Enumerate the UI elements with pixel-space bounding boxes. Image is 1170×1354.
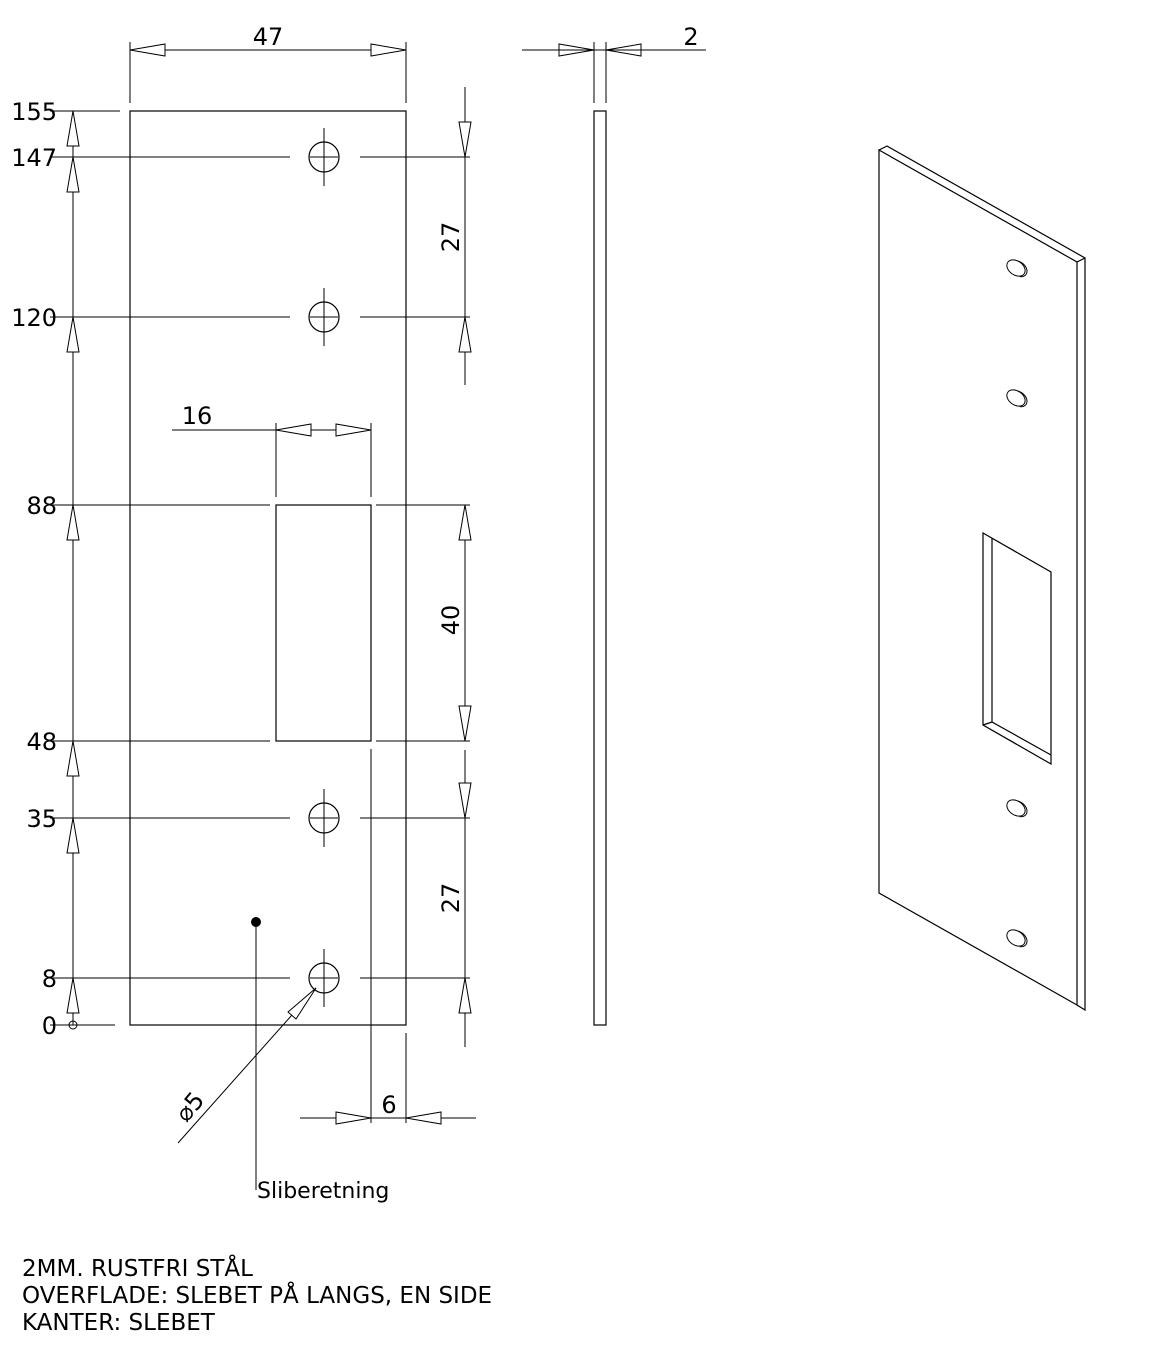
isometric-view: [878, 145, 1086, 1012]
dimension-arrowhead: [458, 782, 472, 819]
ordinate-label: 120: [11, 304, 57, 332]
dimension-arrowhead: [129, 43, 166, 57]
edge-offset-dimension-line: [300, 749, 476, 1123]
dimension-arrowhead: [370, 43, 407, 57]
dimension-arrowhead: [66, 110, 80, 147]
iso-slot-corner: [982, 721, 993, 726]
hole-spacing-bottom-label: 27: [437, 883, 465, 914]
iso-front-face: [878, 148, 1078, 1007]
ordinate-label: 155: [11, 98, 57, 126]
holes: [308, 128, 340, 1007]
ordinate-label: 48: [26, 728, 57, 756]
iso-corner-edge: [1076, 257, 1086, 263]
iso-slot: [982, 531, 1052, 766]
slot-height-label: 40: [437, 605, 465, 636]
dimension-arrowhead: [66, 977, 80, 1014]
dimension-arrowhead: [458, 121, 472, 158]
iso-thickness-edges: [878, 145, 1086, 1012]
side-plate-outline: [593, 110, 607, 1026]
slot-outline: [275, 504, 372, 742]
grinding-direction-label: Sliberetning: [257, 1179, 389, 1204]
dimension-arrowhead: [458, 705, 472, 742]
dimension-arrowhead: [66, 817, 80, 854]
width-dimension-line: [129, 42, 407, 103]
ordinate-label: 8: [42, 965, 57, 993]
ordinate-label: 0: [42, 1012, 57, 1040]
dimension-arrowhead: [66, 740, 80, 777]
dimension-arrowhead: [66, 156, 80, 193]
ordinate-labels: 155 147 120 88 48 35 8 0: [11, 98, 57, 1040]
ordinate-label: 88: [26, 492, 57, 520]
plate-outline: [129, 110, 407, 1026]
front-view: 47 2 16 6 27 40 27 ⌀5 155 147 120 88 48 …: [11, 23, 698, 1204]
dimension-arrowhead: [275, 423, 312, 437]
dimension-arrowhead: [66, 316, 80, 353]
iso-slot-depth: [991, 538, 1052, 756]
note-surface: OVERFLADE: SLEBET PÅ LANGS, EN SIDE: [22, 1283, 493, 1309]
dimension-arrowhead: [335, 423, 372, 437]
dimension-arrows: [66, 43, 642, 1125]
slot-width-dimension-label: 16: [182, 402, 213, 430]
ordinate-label: 147: [11, 144, 57, 172]
dimension-arrowhead: [335, 1111, 372, 1125]
ordinate-lines: [50, 110, 470, 1026]
dimension-arrowhead: [405, 1111, 442, 1125]
ordinate-origin: [68, 1020, 78, 1030]
thickness-dimension-line: [522, 42, 706, 103]
note-edges: KANTER: SLEBET: [22, 1310, 215, 1336]
width-dimension-label: 47: [253, 23, 284, 51]
iso-holes: [1006, 259, 1028, 948]
hole-spacing-top-label: 27: [437, 222, 465, 253]
edge-offset-dimension-label: 6: [381, 1091, 396, 1119]
dimension-arrowhead: [458, 316, 472, 353]
diameter-arrowhead: [287, 987, 317, 1020]
hole-diameter-label: ⌀5: [170, 1086, 211, 1127]
dimension-arrowhead: [458, 977, 472, 1014]
dimension-arrowhead: [458, 504, 472, 541]
ordinate-label: 35: [26, 805, 57, 833]
note-material: 2MM. RUSTFRI STÅL: [22, 1256, 253, 1282]
dimension-arrowhead: [66, 504, 80, 541]
thickness-dimension-label: 2: [683, 23, 698, 51]
side-view: [522, 42, 706, 1026]
drawing-notes: 2MM. RUSTFRI STÅL OVERFLADE: SLEBET PÅ L…: [22, 1256, 492, 1337]
